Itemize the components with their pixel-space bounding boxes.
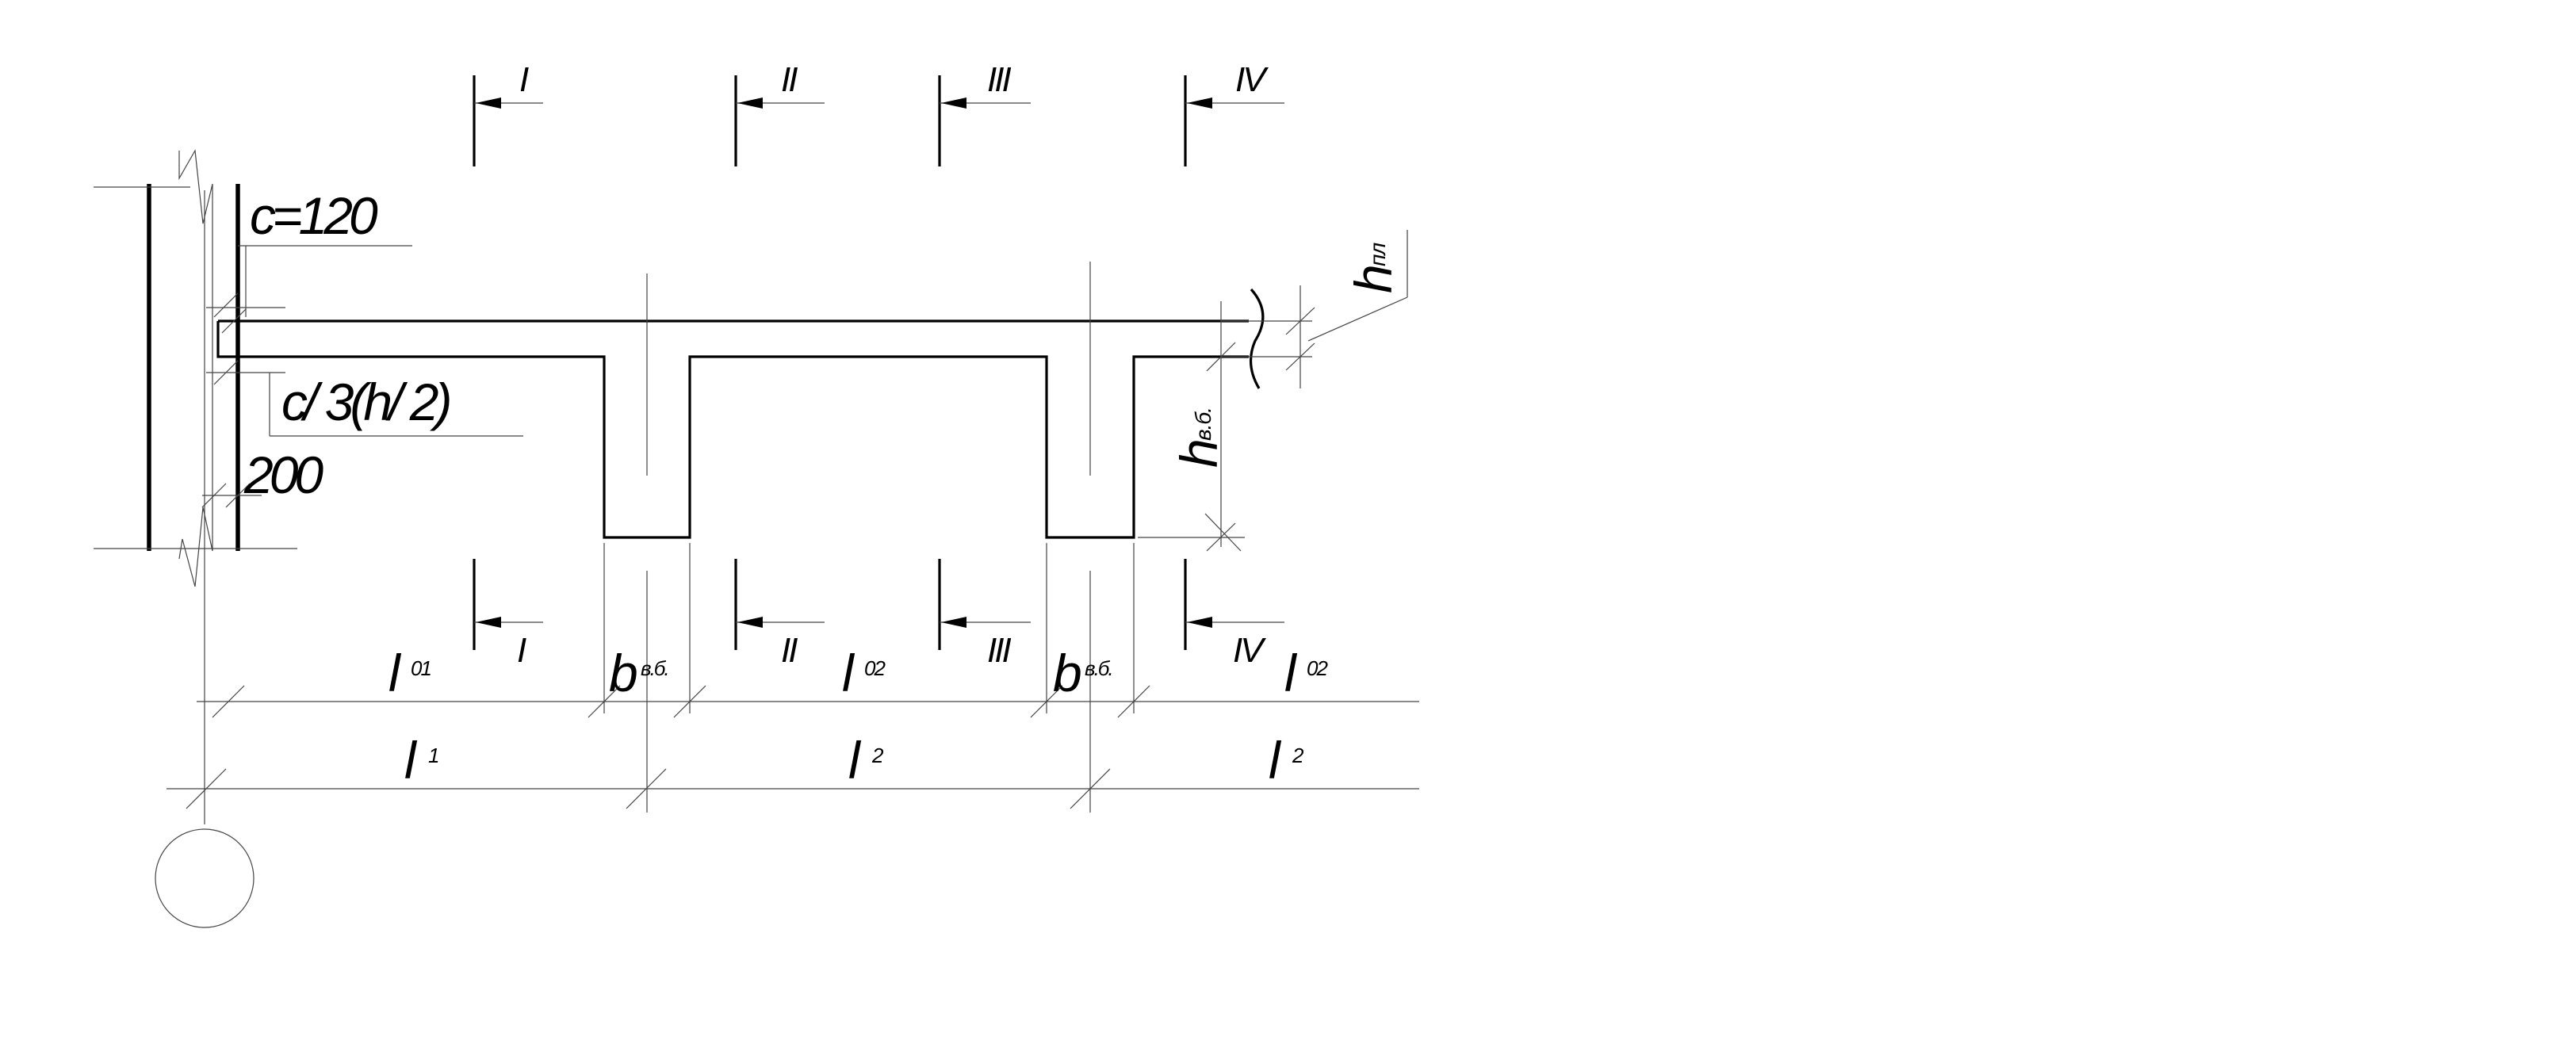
section-label-III-top: III xyxy=(987,60,1011,99)
svg-text:l: l xyxy=(848,731,862,790)
slab-bottom-profile xyxy=(216,321,1249,539)
support-third-label: c/ 3(h/ 2) xyxy=(281,373,450,431)
right-dimension-lines xyxy=(1138,230,1408,552)
label-l2-b: l 2 xyxy=(1269,731,1306,790)
svg-text:пл: пл xyxy=(1365,243,1390,266)
beam-height-label: h в.б. xyxy=(1169,407,1228,468)
svg-text:1: 1 xyxy=(428,744,438,767)
svg-text:l: l xyxy=(404,731,418,790)
wall-break-bottom xyxy=(178,507,213,587)
label-l02-b: l 02 xyxy=(1284,644,1330,702)
wall-dimension-label: 200 xyxy=(243,445,323,504)
left-dimension-lines xyxy=(201,245,523,508)
section-mark-III xyxy=(938,75,1031,650)
section-label-II-top: II xyxy=(781,60,798,99)
section-label-IV-bottom: IV xyxy=(1233,631,1266,670)
wall-break-top xyxy=(178,149,213,515)
svg-text:01: 01 xyxy=(411,656,431,680)
grid-axis-bubble xyxy=(155,828,255,928)
svg-text:02: 02 xyxy=(864,656,886,680)
label-b-beam-2: b в.б. xyxy=(1053,644,1114,702)
svg-text:в.б.: в.б. xyxy=(1191,407,1215,441)
section-mark-IV xyxy=(1184,75,1284,650)
label-l1: l 1 xyxy=(404,731,440,790)
label-l01: l 01 xyxy=(389,644,432,702)
wall-support xyxy=(94,149,297,587)
section-mark-II xyxy=(734,75,825,650)
svg-text:h: h xyxy=(1344,266,1403,293)
svg-text:b: b xyxy=(1053,644,1081,702)
svg-text:2: 2 xyxy=(871,744,884,767)
label-l02-a: l 02 xyxy=(842,644,887,702)
svg-text:l: l xyxy=(389,644,402,702)
label-l2-a: l 2 xyxy=(848,731,886,790)
dimension-chain-clear-spans xyxy=(197,543,1419,718)
section-label-I-bottom: I xyxy=(517,631,526,670)
svg-text:b: b xyxy=(609,644,637,702)
svg-text:в.б.: в.б. xyxy=(641,656,668,680)
svg-text:02: 02 xyxy=(1307,656,1328,680)
support-length-label: c=120 xyxy=(250,186,378,245)
dimension-chain-spans xyxy=(167,190,1419,824)
svg-text:l: l xyxy=(1269,731,1282,790)
section-mark-I xyxy=(473,75,543,650)
slab-break-mark xyxy=(1249,288,1265,389)
svg-text:h: h xyxy=(1169,441,1228,468)
plate-height-label: h пл xyxy=(1344,243,1403,293)
section-label-IV-top: IV xyxy=(1235,60,1269,99)
svg-text:l: l xyxy=(1284,644,1298,702)
svg-text:2: 2 xyxy=(1292,744,1304,767)
svg-text:l: l xyxy=(842,644,855,702)
svg-text:в.б.: в.б. xyxy=(1085,656,1112,680)
section-label-III-bottom: III xyxy=(987,631,1011,670)
label-b-beam-1: b в.б. xyxy=(609,644,670,702)
slab-beam-outline xyxy=(216,288,1265,539)
section-label-I-top: I xyxy=(519,60,529,99)
section-label-II-bottom: II xyxy=(781,631,798,670)
